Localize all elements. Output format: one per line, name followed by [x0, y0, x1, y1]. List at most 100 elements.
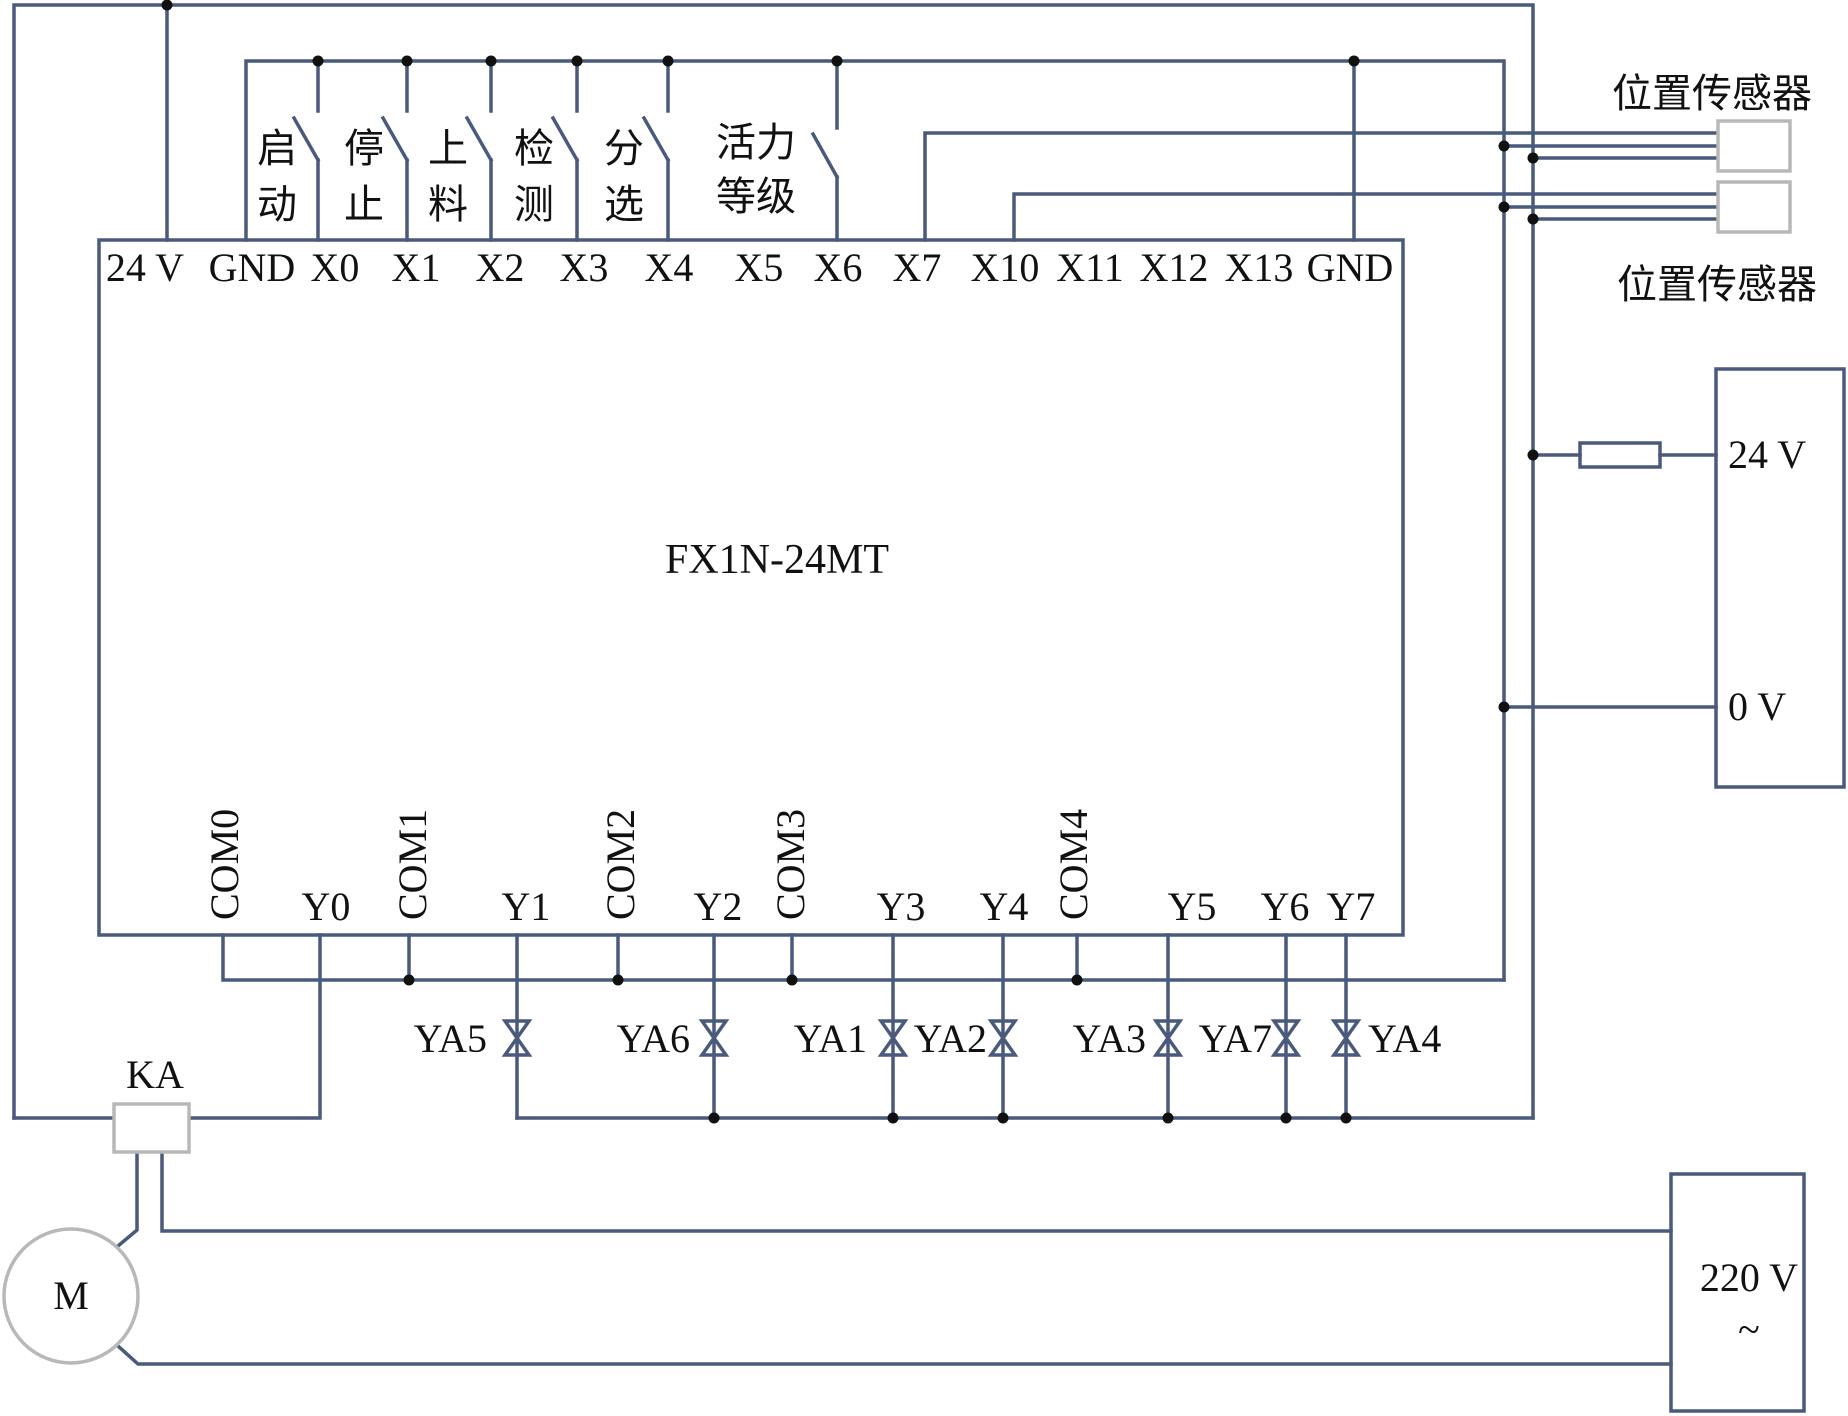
junction-dot [887, 1112, 899, 1124]
plc-body [97, 238, 1405, 937]
dc-supply-24v-label: 24 V [1728, 432, 1806, 477]
terminal-com0: COM0 [202, 809, 247, 920]
valve-ya1-label: YA1 [794, 1016, 867, 1061]
valve-ya7: YA7 [1199, 1016, 1302, 1061]
relay-ka-label: KA [126, 1052, 184, 1097]
switch-stop-label-2: 止 [344, 182, 384, 228]
switch-detect-label-1: 检 [514, 126, 554, 172]
dc-supply-0v-label: 0 V [1728, 684, 1786, 729]
switch-sort-label-1: 分 [604, 126, 644, 172]
junction-dot [612, 974, 624, 986]
junction-dot [485, 55, 497, 67]
y0-to-relay [187, 933, 322, 1120]
junction-dot [1071, 974, 1083, 986]
switch-feed-blade [464, 115, 494, 163]
valve-ya6-symbol [698, 1019, 730, 1057]
valve-ya4: YA4 [1330, 1016, 1441, 1061]
junction-dot [403, 974, 415, 986]
switch-stop-blade [380, 115, 410, 163]
terminal-x2: X2 [476, 245, 525, 290]
valve-ya7-label: YA7 [1199, 1016, 1272, 1061]
switch-grade-label-2: 等级 [716, 174, 796, 220]
switch-detect-blade [550, 115, 580, 163]
junction-dot [662, 55, 674, 67]
outer-24v-loop [12, 3, 1535, 1120]
valve-ya5-label: YA5 [414, 1016, 487, 1061]
junction-dot [1527, 449, 1539, 461]
terminal-y4: Y4 [980, 884, 1029, 929]
motor-label: M [53, 1273, 89, 1318]
valve-ya4-label: YA4 [1368, 1016, 1441, 1061]
switch-feed-label-1: 上 [428, 126, 468, 172]
valve-ya3-symbol [1152, 1019, 1184, 1057]
valve-ya7-symbol [1270, 1019, 1302, 1057]
junction-dot [571, 55, 583, 67]
switch-detect-label-2: 测 [514, 182, 554, 228]
output-terminal-labels: COM0 Y0 COM1 Y1 COM2 Y2 COM3 Y3 Y4 COM4 … [202, 809, 1375, 929]
ac-power-supply [1669, 1172, 1806, 1413]
terminal-y5: Y5 [1168, 884, 1217, 929]
terminal-com4: COM4 [1051, 809, 1096, 920]
valve-ya2-symbol [987, 1019, 1019, 1057]
terminal-y3: Y3 [877, 884, 926, 929]
terminal-y0: Y0 [302, 884, 351, 929]
terminal-x10: X10 [971, 245, 1040, 290]
junction-dot [401, 55, 413, 67]
relay-contact-a [115, 1150, 139, 1249]
junction-dot [708, 1112, 720, 1124]
output-common-bus [221, 933, 1506, 982]
switch-common-bus [244, 59, 1506, 982]
terminal-com1: COM1 [390, 809, 435, 920]
terminal-gnd-left: GND [209, 245, 296, 290]
junction-dot [1498, 701, 1510, 713]
valve-ya6: YA6 [617, 1016, 730, 1061]
terminal-x12: X12 [1140, 245, 1209, 290]
junction-dot [1162, 1112, 1174, 1124]
junction-dot [161, 0, 173, 11]
junction-dot [831, 55, 843, 67]
switch-labels: 启 动 停 止 上 料 检 测 分 选 活力 等级 [257, 120, 796, 228]
terminal-gnd-right: GND [1307, 245, 1394, 290]
terminal-x11: X11 [1056, 245, 1123, 290]
switch-start-label-2: 动 [257, 182, 297, 228]
switch-grade-label-1: 活力 [716, 120, 796, 166]
ac-supply-voltage-label: 220 V [1700, 1255, 1798, 1300]
junction-dot [997, 1112, 1009, 1124]
sensor1-signal [923, 131, 1720, 242]
dc-power-supply [1714, 367, 1846, 789]
relay-contact-b [160, 1150, 1673, 1233]
wiring [12, 3, 1720, 1366]
motor-return [115, 1343, 1673, 1366]
junction-dot [1498, 140, 1510, 152]
sensor-1-label: 位置传感器 [1612, 71, 1812, 117]
terminal-x1: X1 [392, 245, 441, 290]
junction-dot [1280, 1112, 1292, 1124]
position-sensor-2 [1716, 180, 1792, 234]
switch-sort-label-2: 选 [604, 182, 644, 228]
switch-start-label-1: 启 [257, 126, 297, 172]
terminal-y2: Y2 [694, 884, 743, 929]
junction-dot [1527, 213, 1539, 225]
valve-ya2: YA2 [914, 1016, 1019, 1061]
terminal-y6: Y6 [1261, 884, 1310, 929]
switch-stop-label-1: 停 [344, 126, 384, 172]
junction-dot [1498, 201, 1510, 213]
junction-dot [1527, 152, 1539, 164]
terminal-y7: Y7 [1327, 884, 1376, 929]
position-sensor-1 [1716, 119, 1792, 173]
terminal-x6: X6 [814, 245, 863, 290]
junction-dot [1340, 1112, 1352, 1124]
valve-ya4-symbol [1330, 1019, 1362, 1057]
valve-ya6-label: YA6 [617, 1016, 690, 1061]
plc-model: FX1N-24MT [665, 537, 889, 583]
junction-dot [1348, 55, 1360, 67]
switch-grade-blade [810, 131, 840, 180]
terminal-y1: Y1 [502, 884, 551, 929]
valve-ya5: YA5 [414, 1016, 533, 1061]
sensor2-signal [1012, 192, 1720, 242]
relay-ka [112, 1102, 191, 1154]
terminal-com3: COM3 [768, 809, 813, 920]
terminal-x7: X7 [893, 245, 942, 290]
junction-dots [161, 0, 1539, 1124]
valve-ya1-symbol [877, 1019, 909, 1057]
